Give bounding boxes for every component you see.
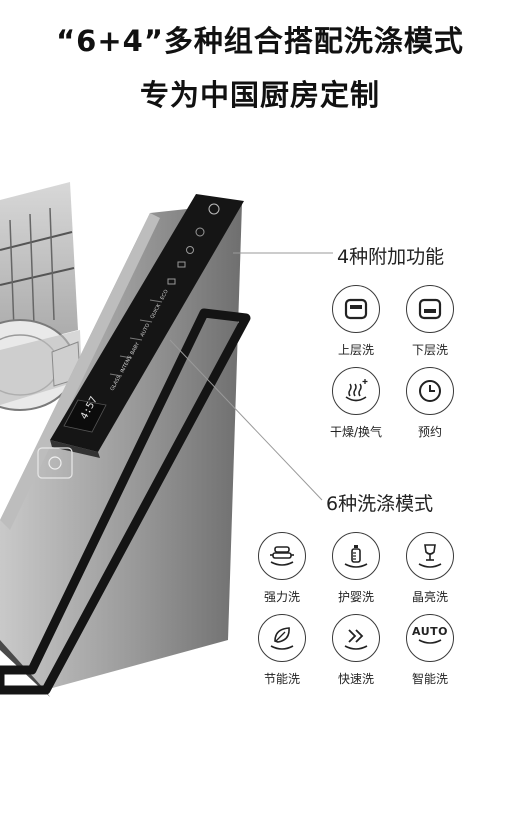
mode-label: 节能洗 bbox=[263, 672, 300, 686]
quick-chevron-icon bbox=[344, 629, 368, 650]
mode-glass: 晶亮洗 bbox=[395, 532, 465, 605]
glass-icon bbox=[418, 544, 442, 568]
plate-curve-icon bbox=[418, 639, 442, 644]
mode-intensive: 强力洗 bbox=[247, 532, 317, 605]
panel-indicator: BABY bbox=[129, 341, 141, 356]
feature-label: 预约 bbox=[417, 425, 442, 439]
clock-icon bbox=[419, 380, 441, 402]
lower-rack-icon bbox=[418, 298, 442, 320]
mode-auto: AUTO 智能洗 bbox=[395, 614, 465, 687]
feature-label: 下层洗 bbox=[411, 343, 448, 357]
feature-schedule: 预约 bbox=[395, 367, 465, 440]
panel-indicator: ECO bbox=[159, 289, 169, 301]
mode-label: 晶亮洗 bbox=[411, 590, 448, 604]
auto-icon: AUTO bbox=[412, 625, 448, 638]
mode-baby: 护婴洗 bbox=[321, 532, 391, 605]
intensive-pots-icon bbox=[270, 546, 294, 566]
headline-line-1: “6+4”多种组合搭配洗涤模式 bbox=[56, 24, 464, 58]
baby-bottle-icon bbox=[344, 545, 368, 568]
mode-label: 护婴洗 bbox=[337, 590, 374, 604]
dry-vent-icon bbox=[345, 379, 368, 402]
panel-indicator: AUTO bbox=[139, 323, 151, 338]
mode-quick: 快速洗 bbox=[321, 614, 391, 687]
upper-rack-icon bbox=[344, 298, 368, 320]
aux-functions-title: 4种附加功能 bbox=[337, 246, 445, 268]
door-power-button bbox=[37, 447, 73, 479]
feature-upper-rack: 上层洗 bbox=[321, 285, 391, 358]
dishwasher-tub bbox=[0, 182, 82, 411]
feature-label: 上层洗 bbox=[337, 343, 374, 357]
feature-lower-rack: 下层洗 bbox=[395, 285, 465, 358]
eco-leaf-icon bbox=[270, 627, 294, 650]
mode-label: 智能洗 bbox=[411, 672, 448, 686]
mode-label: 强力洗 bbox=[263, 590, 300, 604]
feature-dry-vent: 干燥/换气 bbox=[321, 367, 391, 440]
mode-eco: 节能洗 bbox=[247, 614, 317, 687]
wash-modes-title: 6种洗涤模式 bbox=[326, 493, 434, 515]
control-panel bbox=[50, 194, 244, 458]
door-handle bbox=[0, 308, 251, 695]
feature-label: 干燥/换气 bbox=[329, 425, 383, 439]
callout-line-modes bbox=[169, 339, 323, 501]
headline-line-2: 专为中国厨房定制 bbox=[139, 78, 380, 112]
mode-label: 快速洗 bbox=[337, 672, 374, 686]
